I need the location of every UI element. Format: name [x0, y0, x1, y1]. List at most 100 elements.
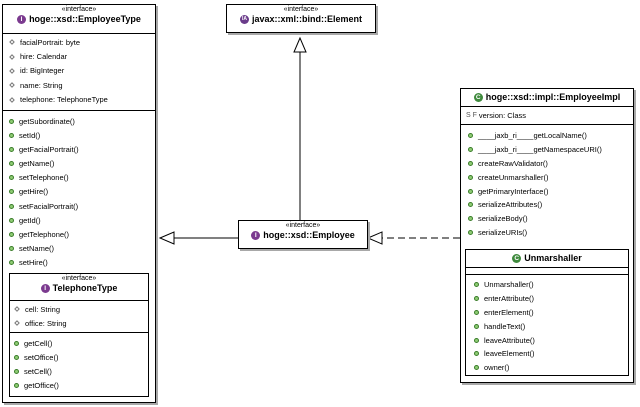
employee-extends-employeetype-arrow: [158, 231, 175, 245]
method-row[interactable]: enterAttribute(): [466, 292, 628, 306]
unmarshaller-header: C Unmarshaller: [466, 250, 628, 268]
method-row[interactable]: leaveElement(): [466, 347, 628, 361]
element-interface-title: javax::xml::bind::Element: [251, 14, 363, 24]
unmarshaller-title: Unmarshaller: [524, 253, 582, 263]
public-method-icon: [474, 296, 479, 302]
method-row[interactable]: Unmarshaller(): [466, 278, 628, 292]
telephonetype-stereotype: «interface»: [61, 275, 97, 282]
public-method-icon: [474, 337, 479, 343]
public-method-icon: [468, 216, 473, 222]
method-row[interactable]: getCell(): [10, 336, 148, 350]
public-method-icon: [9, 203, 14, 209]
public-method-icon: [468, 133, 473, 139]
field-visibility-icon: [9, 82, 15, 89]
field-visibility-icon: [9, 39, 15, 46]
method-row[interactable]: getId(): [3, 213, 155, 227]
method-row[interactable]: serializeURIs(): [461, 226, 633, 240]
method-row[interactable]: getSubordinate(): [3, 114, 155, 128]
field-row: telephone: TelephoneType: [3, 93, 155, 107]
employeeimpl-header: C hoge::xsd::impl::EmployeeImpl: [461, 89, 633, 107]
method-row[interactable]: setOffice(): [10, 350, 148, 364]
method-row[interactable]: getName(): [3, 157, 155, 171]
unmarshaller-empty-fields: [466, 268, 628, 275]
employeetype-methods: getSubordinate() setId() getFacialPortra…: [3, 111, 155, 270]
method-row[interactable]: handleText(): [466, 319, 628, 333]
public-method-icon: [14, 354, 19, 360]
field-visibility-icon: [9, 53, 15, 60]
field-row: cell: String: [10, 302, 148, 316]
element-interface-box[interactable]: «interface» IA javax::xml::bind::Element: [226, 4, 376, 33]
employeetype-box[interactable]: «interface» I hoge::xsd::EmployeeType fa…: [2, 4, 156, 403]
method-row[interactable]: ____jaxb_ri____getLocalName(): [461, 129, 633, 143]
telephonetype-fields: cell: String office: String: [10, 301, 148, 333]
interface-icon: I: [17, 15, 27, 24]
public-method-icon: [14, 382, 19, 388]
class-icon: C: [473, 93, 483, 102]
method-row[interactable]: setTelephone(): [3, 171, 155, 185]
field-visibility-icon: [9, 68, 15, 74]
method-row[interactable]: setName(): [3, 242, 155, 256]
employeetype-stereotype: «interface»: [61, 6, 97, 13]
class-icon: C: [512, 254, 522, 263]
public-method-icon: [9, 118, 14, 124]
unmarshaller-methods: Unmarshaller() enterAttribute() enterEle…: [466, 275, 628, 375]
public-method-icon: [9, 232, 14, 238]
employee-interface-stereotype: «interface»: [285, 222, 321, 229]
employeeimpl-implements-employee-arrow: [366, 231, 383, 245]
method-row[interactable]: owner(): [466, 361, 628, 375]
public-method-icon: [468, 147, 473, 153]
element-interface-header: «interface» IA javax::xml::bind::Element: [227, 5, 375, 27]
employeeimpl-methods: ____jaxb_ri____getLocalName() ____jaxb_r…: [461, 125, 633, 239]
method-row[interactable]: serializeBody(): [461, 212, 633, 226]
public-method-icon: [9, 175, 14, 181]
public-method-icon: [468, 188, 473, 194]
method-row[interactable]: serializeAttributes(): [461, 198, 633, 212]
method-row[interactable]: setId(): [3, 128, 155, 142]
unmarshaller-box[interactable]: C Unmarshaller Unmarshaller() enterAttri…: [465, 249, 629, 376]
static-final-field-icon: S F: [466, 111, 477, 119]
interface-abstract-icon: IA: [239, 15, 249, 24]
telephonetype-header: «interface» I TelephoneType: [10, 274, 148, 301]
field-visibility-icon: [14, 306, 20, 312]
employeetype-title: hoge::xsd::EmployeeType: [29, 14, 141, 24]
employee-interface-box[interactable]: «interface» I hoge::xsd::Employee: [238, 220, 368, 249]
method-row[interactable]: createRawValidator(): [461, 157, 633, 171]
field-visibility-icon: [9, 96, 15, 103]
employeetype-header: «interface» I hoge::xsd::EmployeeType: [3, 5, 155, 34]
method-row[interactable]: ____jaxb_ri____getNamespaceURI(): [461, 143, 633, 157]
public-method-icon: [14, 368, 19, 374]
constructor-icon: [474, 282, 479, 288]
employeeimpl-title: hoge::xsd::impl::EmployeeImpl: [485, 92, 621, 102]
employee-interface-title: hoge::xsd::Employee: [263, 230, 355, 240]
method-row[interactable]: setCell(): [10, 364, 148, 378]
telephonetype-title: TelephoneType: [52, 283, 118, 293]
interface-icon: I: [40, 284, 50, 293]
method-row[interactable]: enterElement(): [466, 306, 628, 320]
field-visibility-icon: [14, 320, 20, 326]
employee-extends-element-arrow: [293, 36, 307, 53]
field-row: facialPortrait: byte: [3, 35, 155, 49]
public-method-icon: [468, 202, 473, 208]
method-row[interactable]: getPrimaryInterface(): [461, 184, 633, 198]
public-method-icon: [474, 309, 479, 315]
method-row[interactable]: createUnmarshaller(): [461, 170, 633, 184]
method-row[interactable]: leaveAttribute(): [466, 333, 628, 347]
method-row[interactable]: getHire(): [3, 185, 155, 199]
public-method-icon: [9, 246, 14, 252]
public-method-icon: [468, 174, 473, 180]
public-method-icon: [474, 351, 479, 357]
method-row[interactable]: getFacialPortrait(): [3, 142, 155, 156]
method-row[interactable]: getTelephone(): [3, 227, 155, 241]
telephonetype-box[interactable]: «interface» I TelephoneType cell: String…: [9, 273, 149, 397]
method-row[interactable]: setHire(): [3, 256, 155, 270]
element-interface-stereotype: «interface»: [283, 6, 319, 13]
method-row[interactable]: setFacialPortrait(): [3, 199, 155, 213]
method-row[interactable]: getOffice(): [10, 378, 148, 392]
field-row: office: String: [10, 316, 148, 330]
public-method-icon: [9, 260, 14, 266]
public-method-icon: [9, 161, 14, 167]
